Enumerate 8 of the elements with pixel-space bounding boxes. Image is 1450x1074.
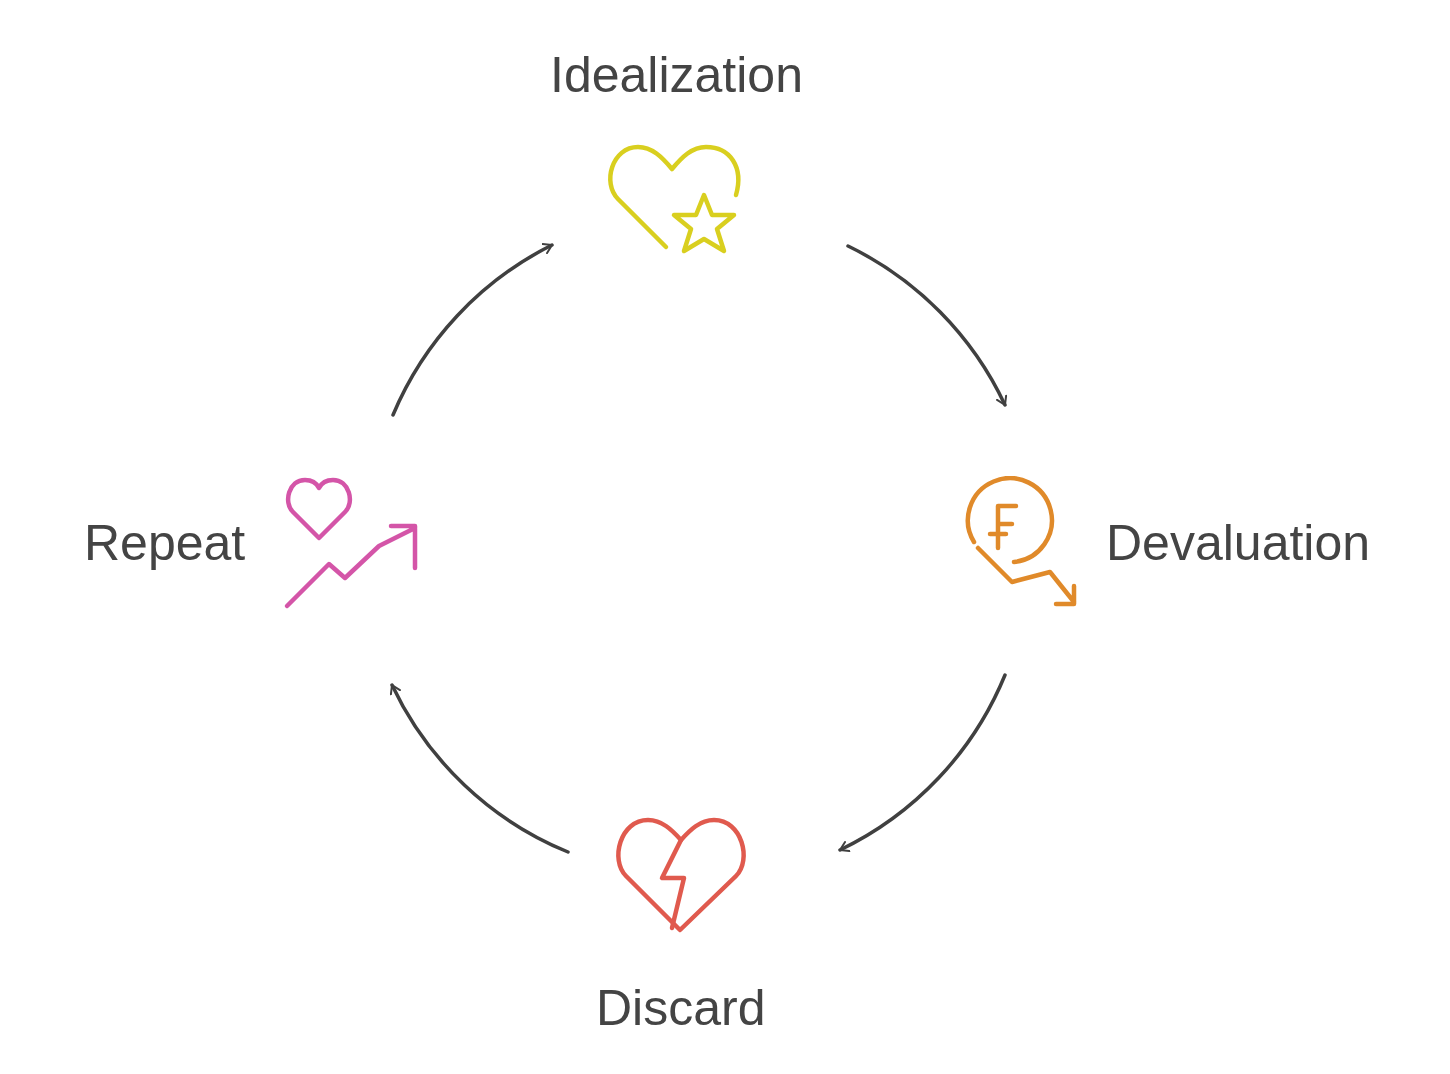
step-label: Idealization (550, 46, 803, 105)
step-label: Repeat (84, 514, 246, 573)
curved-arrow (391, 243, 554, 417)
step-label: Discard (596, 979, 766, 1038)
curved-arrow (846, 244, 1007, 407)
curved-arrow (390, 683, 570, 854)
step-label: Devaluation (1106, 514, 1371, 573)
curved-arrow (838, 673, 1007, 852)
